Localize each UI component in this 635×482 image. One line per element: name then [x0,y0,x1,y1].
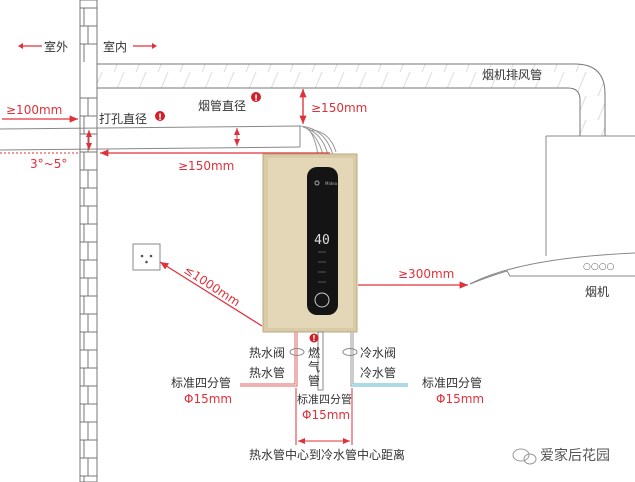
warning-icon [155,111,165,121]
center-distance-label: 热水管中心到冷水管中心距离 [249,447,405,462]
slope-label: 3°~5° [30,157,67,171]
brick-wall [79,0,98,482]
indoor-outdoor-labels: 室外 室内 [18,39,157,54]
min-150mm-horizontal-label: ≥150mm [178,159,234,173]
dimension-100mm: ≥100mm [2,103,78,123]
center-distance-dimension: 标准四分管 Φ15mm 热水管中心到冷水管中心距离 [249,388,405,462]
svg-text:!: ! [312,334,316,343]
wechat-icon [512,448,530,462]
exhaust-duct: 烟机排风管 [96,63,606,137]
cold-pipe-label: 冷水管 [360,365,396,380]
dia-mid-label: Φ15mm [302,408,350,422]
min-150mm-vertical-label: ≥150mm [311,101,367,115]
flue-diameter: 烟管直径 ! [198,92,261,146]
svg-text:Midea: Midea [325,181,338,186]
svg-text:!: ! [158,113,162,123]
dimension-150mm-horizontal: ≥150mm [100,149,330,173]
dimension-300mm: ≥300mm [358,267,468,289]
dia-right-label: Φ15mm [436,392,484,406]
min-300mm-label: ≥300mm [398,267,454,281]
dimension-1000mm: ≤1000mm [159,261,263,327]
hole-diameter: 打孔直径 ! [86,111,165,150]
hot-valve-icon [289,348,305,356]
outdoor-label: 室外 [44,39,68,54]
cold-valve-label: 冷水阀 [360,346,396,360]
indoor-label: 室内 [103,39,127,54]
gas-pipe-label: 管 [308,373,320,388]
cold-water-pipe: 冷水阀 冷水管 标准四分管 Φ15mm [342,332,484,406]
dimension-150mm-vertical: ≥150mm [299,89,367,124]
flue-bellows [299,125,337,156]
warning-icon [309,333,319,343]
power-socket [132,243,161,271]
flue-diameter-label: 烟管直径 [198,98,246,113]
min-100mm-label: ≥100mm [6,103,62,117]
display-panel [307,167,338,315]
hot-water-pipe: 热水阀 热水管 标准四分管 Φ15mm [171,332,305,406]
warning-icon [251,92,261,102]
gas-pipe-label: 气 [308,359,320,374]
dia-left-label: Φ15mm [184,392,232,406]
range-hood: ○○○○ 烟机 [469,135,635,299]
slope-indicator: 3°~5° [0,152,78,171]
cold-valve-icon [342,348,358,356]
watermark: 爱家后花园 [512,447,610,465]
std-pipe-mid-label: 标准四分管 [297,392,352,406]
max-1000mm-label: ≤1000mm [181,263,242,310]
gas-water-heater: Midea 40 [262,153,358,333]
hot-pipe-label: 热水管 [249,365,285,380]
svg-text:!: ! [254,94,258,104]
hot-valve-label: 热水阀 [249,346,285,360]
power-knob-icon [314,292,330,308]
hood-buttons: ○○○○ [583,262,615,272]
range-hood-label: 烟机 [585,285,609,299]
exhaust-duct-label: 烟机排风管 [482,67,542,82]
temperature-display: 40 [314,233,330,248]
gas-pipe: ! 燃 气 管 [308,331,324,391]
watermark-text: 爱家后花园 [540,447,610,464]
std-pipe-left-label: 标准四分管 [171,375,231,390]
hole-diameter-label: 打孔直径 [99,112,147,126]
flue-pipe [0,125,337,156]
gas-pipe-label: 燃 [308,345,320,360]
std-pipe-right-label: 标准四分管 [422,375,482,390]
